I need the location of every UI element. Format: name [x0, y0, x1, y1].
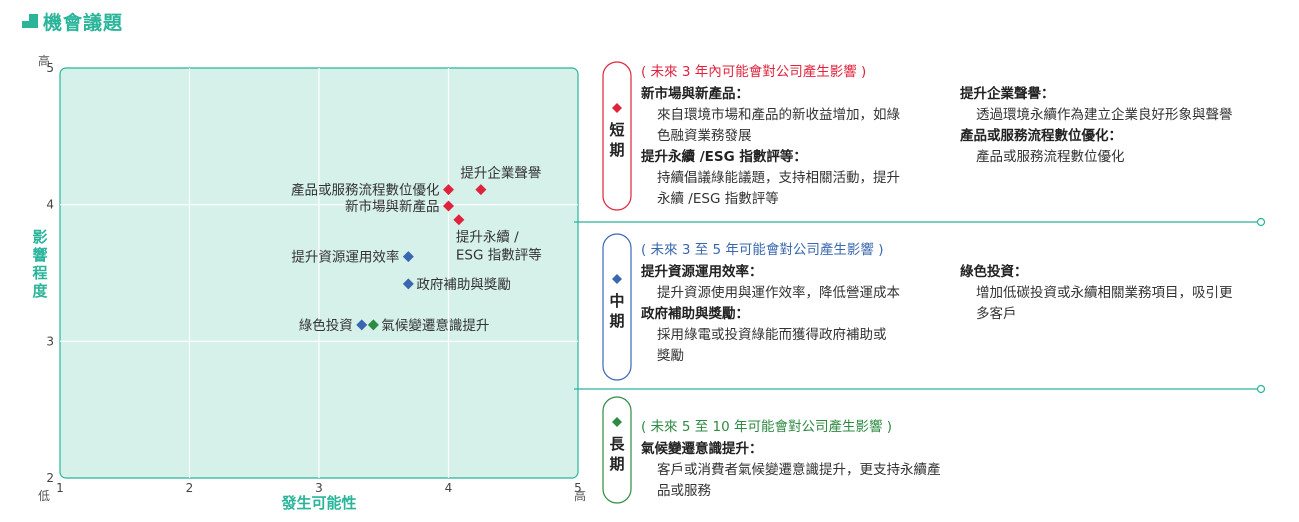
page-title: 機會議題	[43, 12, 124, 34]
divider-end-circle	[1256, 217, 1266, 227]
item-description: 採用綠電或投資綠能而獲得政府補助或	[657, 327, 887, 343]
item-title: 提升永續 /ESG 指數評等：	[641, 149, 807, 165]
item-description: 多客戶	[976, 306, 1017, 322]
item-title: 提升企業聲譽：	[960, 86, 1055, 102]
term-pill-1	[602, 61, 632, 211]
data-point-marker	[367, 319, 379, 331]
term-left-column: 氣候變遷意識提升： 客戶或消費者氣候變遷意識提升，更支持永續產品或服務	[641, 439, 951, 502]
data-point-marker	[475, 184, 487, 196]
data-point-label: 提升資源運用效率	[291, 249, 399, 266]
item-description: 產品或服務流程數位優化	[976, 149, 1125, 165]
x-tick-label: 4	[445, 481, 453, 495]
item-description: 獎勵	[657, 348, 684, 364]
x-tick-label: 2	[186, 481, 194, 495]
data-point-label: 氣候變遷意識提升	[381, 317, 489, 334]
item-description: 透過環境永續作為建立企業良好形象與聲譽	[976, 107, 1233, 123]
term-label: 中期	[609, 292, 625, 330]
data-point-label: 新市場與新產品	[345, 198, 440, 215]
y-axis-high-label: 高	[38, 53, 50, 68]
x-tick-label: 5	[574, 481, 582, 495]
y-tick-label: 2	[46, 471, 54, 485]
x-tick-label: 1	[56, 481, 64, 495]
term-left-column: 提升資源運用效率： 提升資源使用與運作效率，降低營運成本政府補助與獎勵： 採用綠電或…	[641, 262, 951, 367]
item-description: 增加低碳投資或永續相關業務項目，吸引更	[976, 285, 1233, 301]
data-point-marker	[443, 184, 454, 196]
item-description: 提升資源使用與運作效率，降低營運成本	[657, 285, 900, 301]
title-square-icon	[22, 13, 38, 30]
term-diamond-icon	[612, 103, 622, 113]
term-left-column: 新市場與新產品： 來自環境市場和產品的新收益增加，如綠色融資業務發展提升永續 /E…	[641, 84, 951, 210]
divider-end-circle	[1256, 384, 1266, 394]
page-title-area: 機會議題	[22, 8, 123, 35]
term-pill-3	[602, 396, 632, 504]
x-axis-high-label: 高	[574, 488, 586, 503]
term-header: ( 未來 5 至 10 年可能會對公司產生影響 )	[641, 419, 893, 435]
item-title: 產品或服務流程數位優化：	[960, 128, 1122, 144]
data-point-marker	[453, 214, 465, 226]
data-point-label: 提升永續 /ESG 指數評等	[456, 230, 542, 264]
item-description: 客戶或消費者氣候變遷意識提升，更支持永續產品或服務	[657, 462, 941, 499]
term-diamond-icon	[612, 417, 622, 427]
x-axis-low-label: 低	[38, 489, 50, 503]
item-title: 政府補助與獎勵：	[641, 306, 749, 322]
item-title: 綠色投資：	[960, 264, 1028, 280]
data-point-label: 提升企業聲譽	[460, 165, 541, 182]
data-point-marker	[402, 278, 414, 290]
y-tick-label: 3	[46, 334, 54, 348]
term-right-column: 綠色投資： 增加低碳投資或永續相關業務項目，吸引更多客戶	[960, 262, 1280, 325]
item-title: 提升資源運用效率：	[641, 264, 763, 280]
item-description: 來自環境市場和產品的新收益增加，如綠	[657, 107, 900, 123]
data-point-label: 政府補助與獎勵	[416, 277, 511, 293]
data-point-marker	[443, 200, 454, 212]
item-description: 色融資業務發展	[657, 128, 752, 144]
item-description: 持續倡議綠能議題，支持相關活動，提升	[657, 170, 900, 186]
y-tick-label: 5	[46, 61, 54, 75]
data-point-marker	[402, 251, 414, 263]
y-tick-label: 4	[46, 198, 54, 212]
term-pill-2	[602, 233, 632, 381]
term-header: ( 未來 3 年內可能會對公司產生影響 )	[641, 64, 867, 80]
y-axis-title: 影響程度	[32, 228, 48, 300]
item-title: 氣候變遷意識提升：	[641, 441, 763, 457]
data-point-label: 產品或服務流程數位優化	[291, 182, 440, 199]
data-point-label: 綠色投資	[299, 317, 353, 334]
term-diamond-icon	[612, 274, 622, 284]
item-title: 新市場與新產品：	[641, 86, 749, 102]
term-right-column: 提升企業聲譽： 透過環境永續作為建立企業良好形象與聲譽產品或服務流程數位優化： 產品…	[960, 84, 1280, 168]
x-axis-title: 發生可能性	[280, 494, 356, 512]
x-tick-label: 3	[315, 481, 323, 495]
term-label: 長期	[609, 435, 625, 473]
data-point-marker	[356, 319, 368, 331]
term-label: 短期	[609, 121, 625, 159]
term-header: ( 未來 3 至 5 年可能會對公司產生影響 )	[641, 242, 884, 258]
item-description: 永續 /ESG 指數評等	[657, 191, 779, 207]
